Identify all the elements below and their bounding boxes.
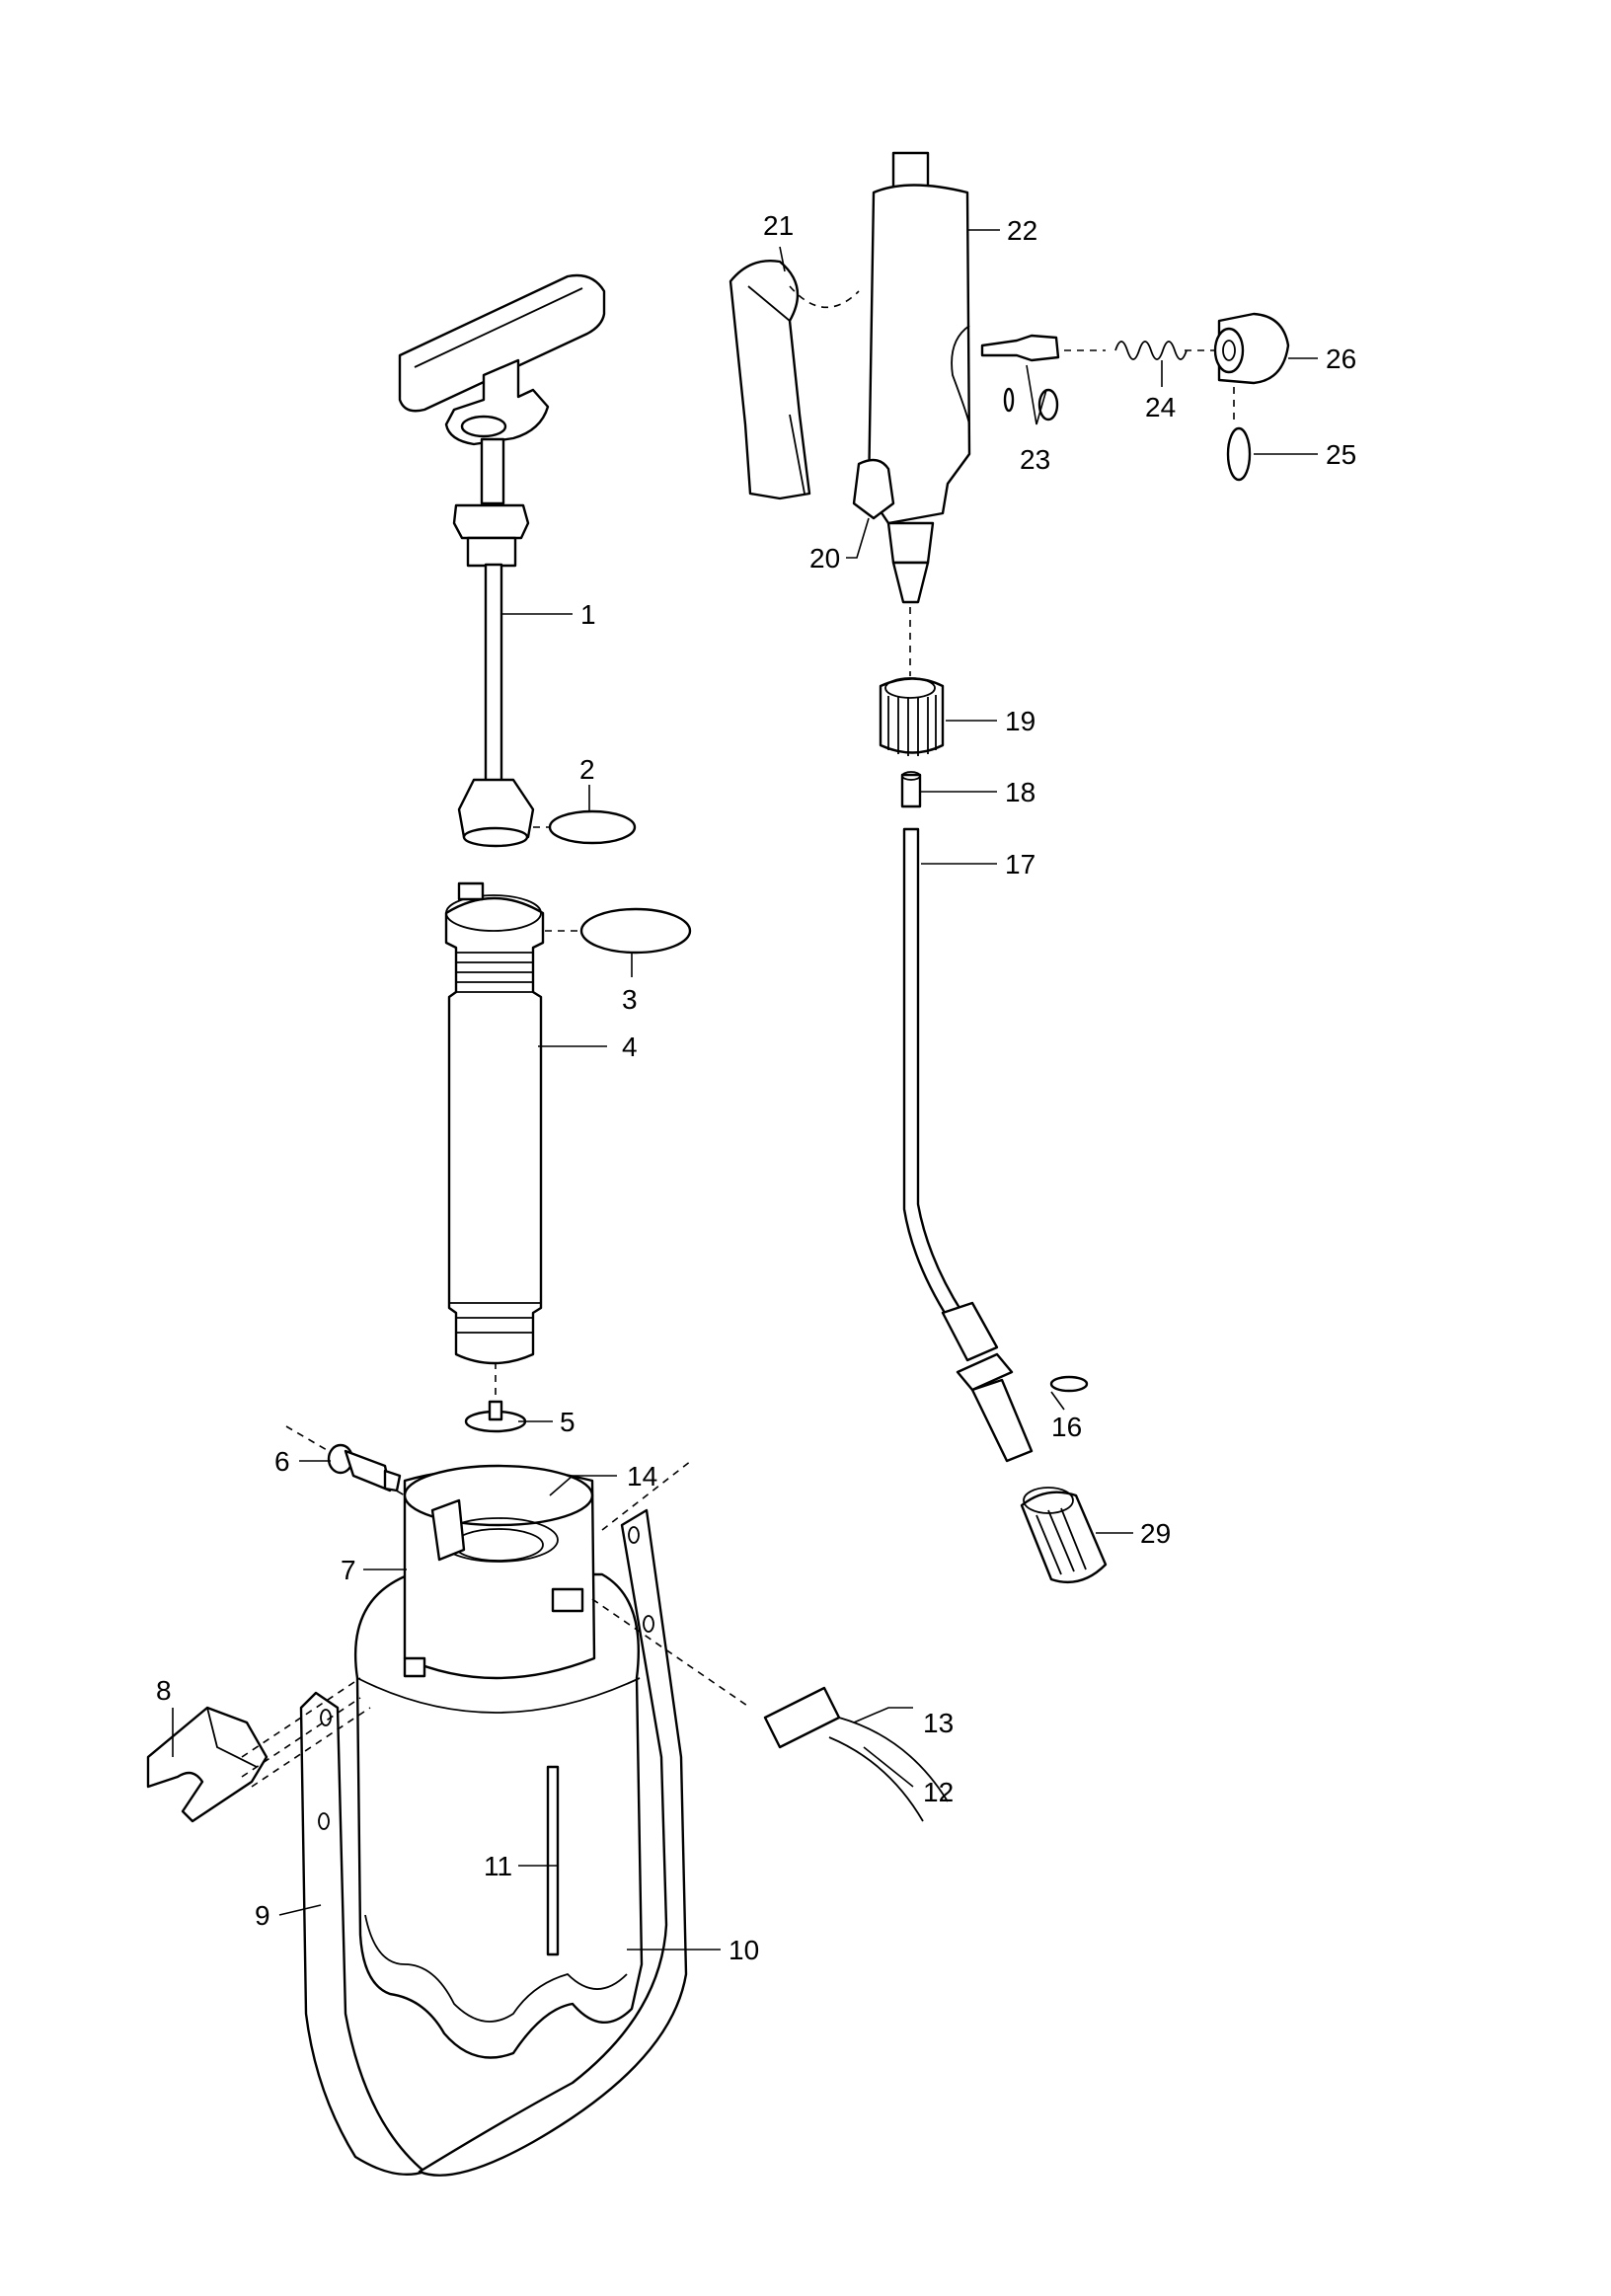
- part-nozzle-o-ring: [1049, 1375, 1089, 1393]
- callout-3: 3: [622, 984, 638, 1015]
- part-valve-cap: [1213, 312, 1290, 385]
- callout-24: 24: [1145, 392, 1176, 422]
- callout-11: 11: [484, 1851, 512, 1881]
- callout-29: 29: [1140, 1518, 1171, 1549]
- callout-10: 10: [729, 1935, 759, 1965]
- callout-8: 8: [156, 1675, 172, 1706]
- part-valve-stem: [980, 334, 1060, 421]
- part-tank-body: [353, 1464, 644, 2059]
- part-small-o-ring: [548, 809, 637, 845]
- part-coupling-nut: [879, 677, 945, 756]
- callout-7: 7: [341, 1555, 356, 1585]
- callout-14: 14: [627, 1461, 657, 1492]
- callout-23: 23: [1020, 444, 1050, 475]
- part-nozzle-fitting: [941, 1301, 1034, 1463]
- part-lock-lever: [852, 458, 895, 520]
- part-cap-o-ring: [1226, 426, 1252, 482]
- part-sleeve: [900, 771, 922, 808]
- part-spring: [1114, 341, 1188, 360]
- part-pump-cylinder: [444, 881, 545, 1365]
- callout-26: 26: [1326, 344, 1356, 374]
- part-lance-tube: [902, 827, 964, 1323]
- callout-6: 6: [274, 1446, 290, 1477]
- callout-4: 4: [622, 1032, 638, 1062]
- callout-2: 2: [579, 754, 595, 785]
- callout-5: 5: [560, 1407, 575, 1437]
- callout-20: 20: [809, 543, 840, 574]
- part-air-fitting: [327, 1443, 402, 1492]
- callout-13: 13: [923, 1708, 954, 1738]
- callout-9: 9: [255, 1900, 270, 1931]
- callout-22: 22: [1007, 215, 1037, 246]
- part-clip: [146, 1706, 268, 1823]
- callout-21: 21: [763, 210, 794, 241]
- callout-18: 18: [1005, 777, 1036, 807]
- part-nozzle: [1020, 1487, 1108, 1584]
- part-valve-disc: [464, 1400, 527, 1433]
- part-hose: [763, 1686, 949, 1822]
- callout-16: 16: [1051, 1412, 1082, 1442]
- part-trigger: [729, 260, 811, 500]
- callout-1: 1: [580, 599, 596, 630]
- part-spray-handle: [867, 151, 971, 604]
- callout-19: 19: [1005, 706, 1036, 736]
- part-large-o-ring: [579, 907, 692, 955]
- callout-17: 17: [1005, 849, 1036, 880]
- part-plunger-handle: [398, 273, 606, 848]
- callout-25: 25: [1326, 439, 1356, 470]
- part-dip-tube: [546, 1765, 560, 1956]
- callout-12: 12: [923, 1777, 954, 1807]
- part-carrying-strap: [299, 1508, 688, 2177]
